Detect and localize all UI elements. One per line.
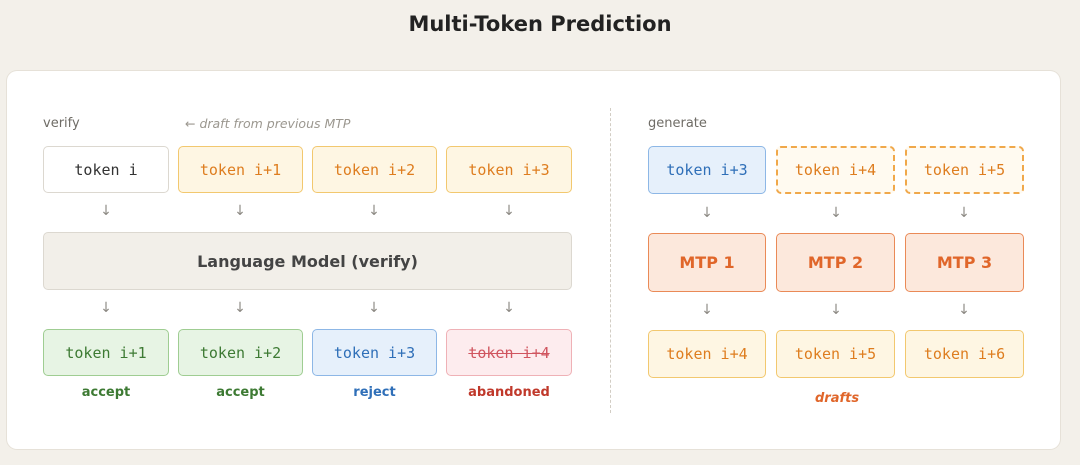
verify-label: verify [43,116,80,131]
arrow-down: ↓ [958,205,970,221]
page-title: Multi-Token Prediction [408,12,672,36]
draft-output-2: token i+6 [905,330,1024,378]
arrow-down: ↓ [234,203,246,219]
generate-label: generate [648,116,707,131]
verify-input-0: token i [43,146,169,193]
draft-output-0: token i+4 [648,330,766,378]
mtp-head-3: MTP 3 [905,233,1024,292]
verify-output-1: token i+2 [178,329,303,376]
mtp-head-1: MTP 1 [648,233,766,292]
verify-output-3: token i+4 [446,329,572,376]
arrow-down: ↓ [830,205,842,221]
arrow-down: ↓ [958,302,970,318]
generate-input-1: token i+4 [776,146,895,194]
arrow-down: ↓ [368,300,380,316]
status-accept: accept [81,385,131,400]
arrow-down: ↓ [830,302,842,318]
status-reject: reject [353,385,396,400]
draft-note: ← draft from previous MTP [185,116,351,131]
arrow-down: ↓ [234,300,246,316]
arrow-down: ↓ [701,205,713,221]
arrow-down: ↓ [368,203,380,219]
verify-output-2: token i+3 [312,329,437,376]
mtp-head-2: MTP 2 [776,233,895,292]
verify-input-1: token i+1 [178,146,303,193]
draft-output-1: token i+5 [776,330,895,378]
drafts-label: drafts [815,391,860,406]
language-model-box: Language Model (verify) [43,232,572,290]
verify-output-0: token i+1 [43,329,169,376]
arrow-down: ↓ [701,302,713,318]
arrow-down: ↓ [503,203,515,219]
generate-input-2: token i+5 [905,146,1024,194]
arrow-down: ↓ [503,300,515,316]
generate-input-0: token i+3 [648,146,766,194]
verify-input-2: token i+2 [312,146,437,193]
arrow-down: ↓ [100,203,112,219]
status-abandoned: abandoned [468,385,550,400]
arrow-down: ↓ [100,300,112,316]
verify-input-3: token i+3 [446,146,572,193]
status-accept: accept [216,385,265,400]
section-divider [610,108,611,413]
